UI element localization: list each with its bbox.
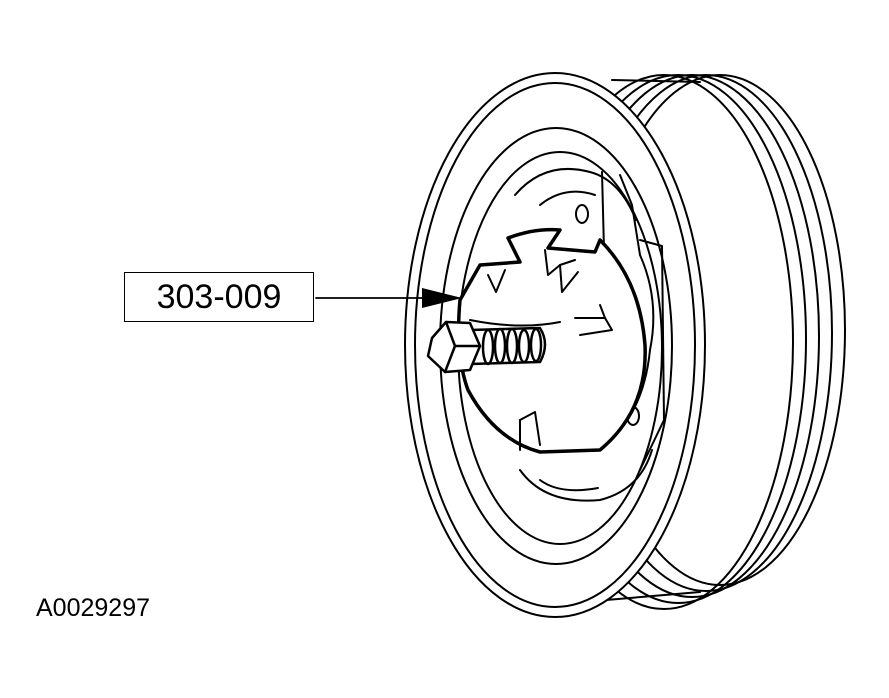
tool-number-label: 303-009 xyxy=(124,272,314,322)
arrow-head-icon xyxy=(422,288,462,308)
callout-leader xyxy=(315,288,462,308)
hub-hole-upper xyxy=(575,204,589,224)
puller-tool-slots xyxy=(469,249,613,451)
forcing-screw xyxy=(426,320,547,374)
figure-id-label: A0029297 xyxy=(36,594,151,622)
puller-tool xyxy=(456,227,647,454)
